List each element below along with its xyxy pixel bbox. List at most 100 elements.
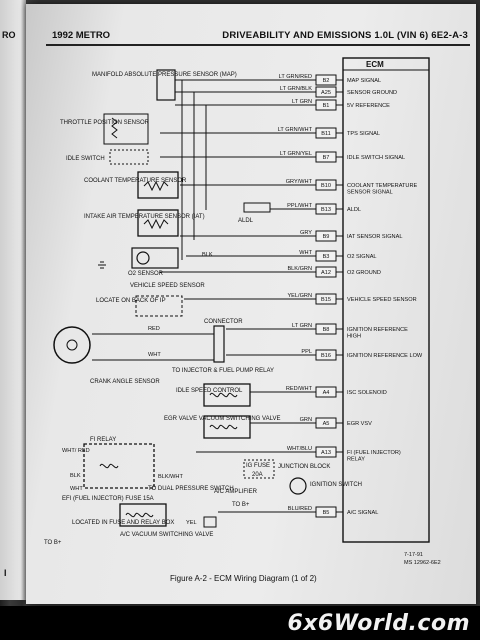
ecm-signal-name: A/C SIGNAL [347,510,378,516]
crank-red-wire: RED [148,326,160,332]
vss-body [135,295,183,317]
prev-page-text-bottom: I [4,568,7,578]
ecm-signal-name: MAP SIGNAL [347,78,381,84]
ecm-wire-color: LT GRN/WHT [278,127,313,133]
crank-hub-icon [66,339,78,351]
fi-relay-coil-icon [99,463,119,469]
egr-coil-icon [209,424,238,430]
iat-sensor-body [137,209,179,237]
injector-label: TO INJECTOR & FUEL PUMP RELAY [172,368,274,374]
ac-vsv-yel: YEL [186,520,197,526]
ecm-signal-name: FI (FUEL INJECTOR) [347,450,401,456]
ecm-pin-number: B13 [321,207,331,213]
ecm-wire-color: WHT [299,250,312,256]
ecm-signal-name: O2 SIGNAL [347,254,377,260]
previous-page-edge: RO I [0,0,26,600]
aldl-connector [243,202,271,213]
ecm-pin-number: B15 [321,297,331,303]
o2-sensor-icon [136,251,150,265]
crank-angle-sensor-icon [53,326,91,364]
ecm-signal-name: VEHICLE SPEED SENSOR [347,297,417,303]
fi-relay-wht: WHT [70,486,83,492]
ecm-wire-color: BLK/GRN [287,266,312,272]
idle-switch-label: IDLE SWITCH [66,156,105,162]
ac-amplifier-label: A/C AMPLIFIER [214,489,258,495]
ecm-wire-color: GRY [300,230,312,236]
ecm-signal-name: O2 GROUND [347,270,381,276]
manual-page [26,4,476,604]
sensor-bus-lines [181,80,207,260]
ac-vsv-body [119,503,167,527]
ground-icon [98,261,106,269]
ecm-signal-name: 5V REFERENCE [347,103,390,109]
ac-vsv-label: A/C VACUUM SWITCHING VALVE [120,532,213,538]
ecm-wire-color: GRN [300,417,312,423]
ecm-signal-name: EGR VSV [347,421,372,427]
tps-resistor-icon [111,117,118,139]
prev-page-text-top: RO [2,30,16,40]
ecm-signal-name: SENSOR GROUND [347,90,397,96]
ecm-signal-name: SENSOR SIGNAL [347,190,393,196]
tps-label: THROTTLE POSITION SENSOR [60,120,150,126]
o2-sensor-body [131,247,179,269]
date-code: 7-17-91 [404,552,423,558]
ecm-pin-number: B5 [323,510,330,516]
figure-caption: Figure A-2 - ECM Wiring Diagram (1 of 2) [170,574,317,583]
ecm-wire-color: YEL/GRN [287,293,312,299]
ecm-pin-number: B16 [321,353,331,359]
map-sensor-body [156,69,176,101]
o2-wire-label: BLK [202,252,213,258]
to-b-plus-right: TO B+ [232,502,250,508]
crank-sensor-label: CRANK ANGLE SENSOR [90,379,160,385]
junction-block-label: JUNCTION BLOCK [278,464,330,470]
watermark-bar: 6x6World.com [0,606,480,640]
ac-vsv-connector [203,516,217,528]
ecm-wire-color: RED/WHT [286,386,313,392]
ecm-signal-name: HIGH [347,334,361,340]
ecm-signal-name: IAT SENSOR SIGNAL [347,234,402,240]
egr-body [203,415,251,439]
o2-sensor-label: O2 SENSOR [128,271,164,277]
isc-label: IDLE SPEED CONTROL [176,388,243,394]
ecm-wire-color: LT GRN/BLK [280,86,312,92]
map-sensor-label: MANIFOLD ABSOLUTE PRESSURE SENSOR (MAP) [92,72,237,78]
fi-relay-blk: BLK [70,473,81,479]
aldl-label: ALDL [238,218,254,224]
isc-body [203,383,251,407]
fuse-location-label: LOCATED IN FUSE AND RELAY BOX [72,520,174,526]
ecm-wire-color: WHT/BLU [287,446,312,452]
connector-label: CONNECTOR [204,319,243,325]
ecm-pin-number: A5 [323,421,330,427]
ecm-wire-color: PPL [301,349,312,355]
connector-body [213,325,225,363]
page-header-right: DRIVEABILITY AND EMISSIONS 1.0L (VIN 6) … [222,30,468,41]
egr-label: EGR VALVE VACUUM SWITCHING VALVE [164,416,280,422]
ecm-wire-color: BLU/RED [288,506,312,512]
page-header-left: 1992 METRO [52,30,111,41]
ms-code: MS 12962-6E2 [404,560,441,566]
ig-fuse-amp: 20A [252,472,263,478]
ecm-signal-name: ISC SOLENOID [347,390,387,396]
ecm-wire-color: LT GRN [292,323,312,329]
vss-location-label: LOCATE ON BACK OF IP [96,298,166,304]
crank-wht-wire: WHT [148,352,161,358]
ecm-signal-name: IGNITION REFERENCE LOW [347,353,423,359]
ecm-pin-number: A13 [321,450,331,456]
fi-relay-blk-wht: BLK/WHT [158,474,183,480]
ecm-wire-color: GRY/WHT [286,179,313,185]
ecm-wire-color: LT GRN/RED [279,74,312,80]
ecm-wire-color: PPL/WHT [287,203,312,209]
ecm-signal-name: IDLE SWITCH SIGNAL [347,155,405,161]
idle-switch-body [109,149,149,165]
ignition-switch-icon [289,477,307,495]
ecm-signal-name: COOLANT TEMPERATURE [347,183,418,189]
coolant-thermistor-icon [143,180,169,192]
coolant-sensor-body [137,171,179,199]
ecm-pin-number: A4 [323,390,330,396]
isc-coil-icon [209,392,238,398]
iat-thermistor-icon [143,218,169,230]
ecm-signal-name: TPS SIGNAL [347,131,380,137]
efi-fuse-label: EFI (FUEL INJECTOR) FUSE 15A [62,496,154,502]
ecm-pin-number: B11 [321,131,331,137]
ecm-pin-number: B8 [323,327,330,333]
